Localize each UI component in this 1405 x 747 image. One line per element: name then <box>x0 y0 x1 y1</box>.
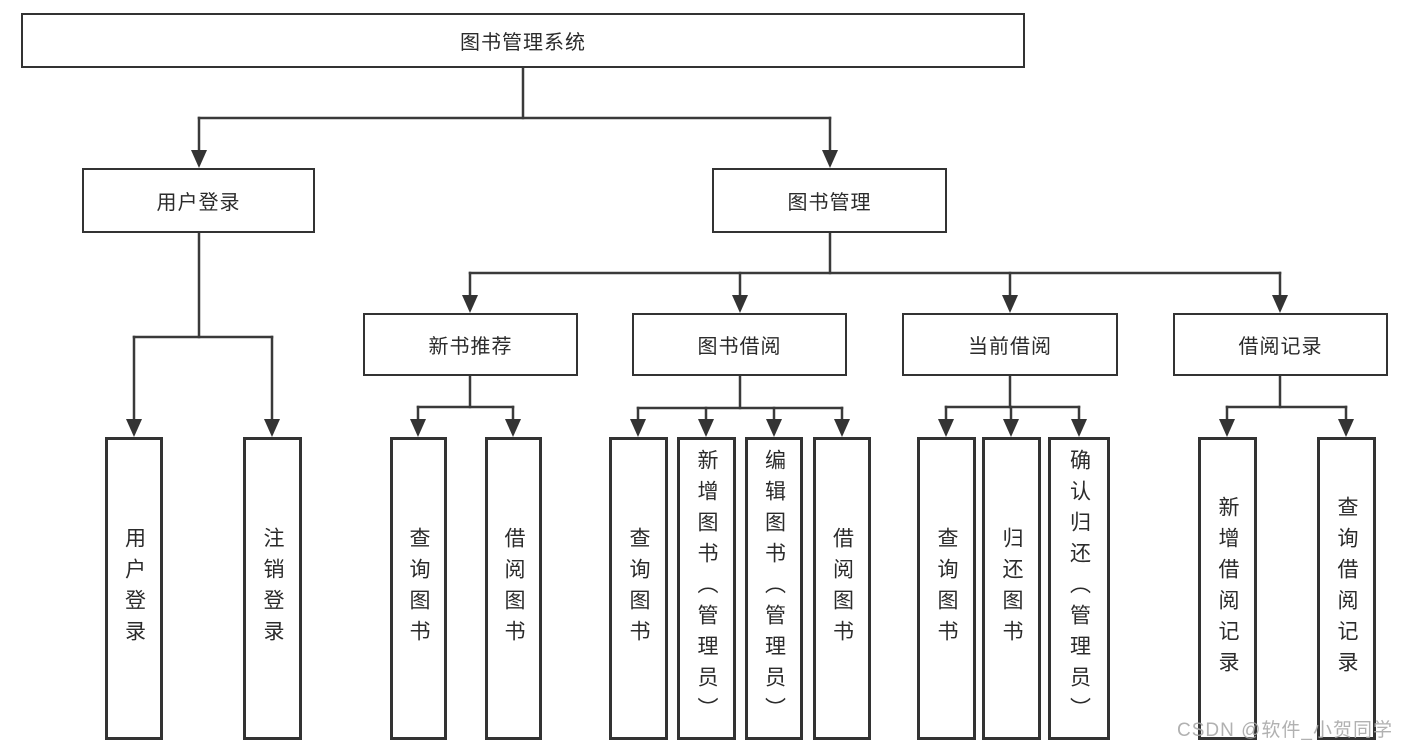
node-root-system: 图书管理系统 <box>21 13 1025 68</box>
node-user-login: 用户登录 <box>82 168 315 233</box>
leaf-records-query-record: 查询借阅记录 <box>1317 437 1376 740</box>
leaf-borrow-add-books-admin: 新增图书（管理员） <box>677 437 736 740</box>
leaf-records-add-record: 新增借阅记录 <box>1198 437 1257 740</box>
leaf-borrow-borrow-books: 借阅图书 <box>813 437 871 740</box>
node-new-book-recommend: 新书推荐 <box>363 313 578 376</box>
leaf-recommend-query-books: 查询图书 <box>390 437 447 740</box>
leaf-logout: 注销登录 <box>243 437 302 740</box>
node-book-management: 图书管理 <box>712 168 947 233</box>
leaf-current-return-books: 归还图书 <box>982 437 1041 740</box>
csdn-watermark: CSDN @软件_小贺同学 <box>1177 720 1393 741</box>
leaf-borrow-query-books: 查询图书 <box>609 437 668 740</box>
leaf-recommend-borrow-books: 借阅图书 <box>485 437 542 740</box>
leaf-user-login: 用户登录 <box>105 437 163 740</box>
node-borrow-records: 借阅记录 <box>1173 313 1388 376</box>
leaf-borrow-edit-books-admin: 编辑图书（管理员） <box>745 437 803 740</box>
leaf-current-confirm-return-admin: 确认归还（管理员） <box>1048 437 1110 740</box>
leaf-current-query-books: 查询图书 <box>917 437 976 740</box>
node-book-borrow: 图书借阅 <box>632 313 847 376</box>
node-current-borrow: 当前借阅 <box>902 313 1118 376</box>
